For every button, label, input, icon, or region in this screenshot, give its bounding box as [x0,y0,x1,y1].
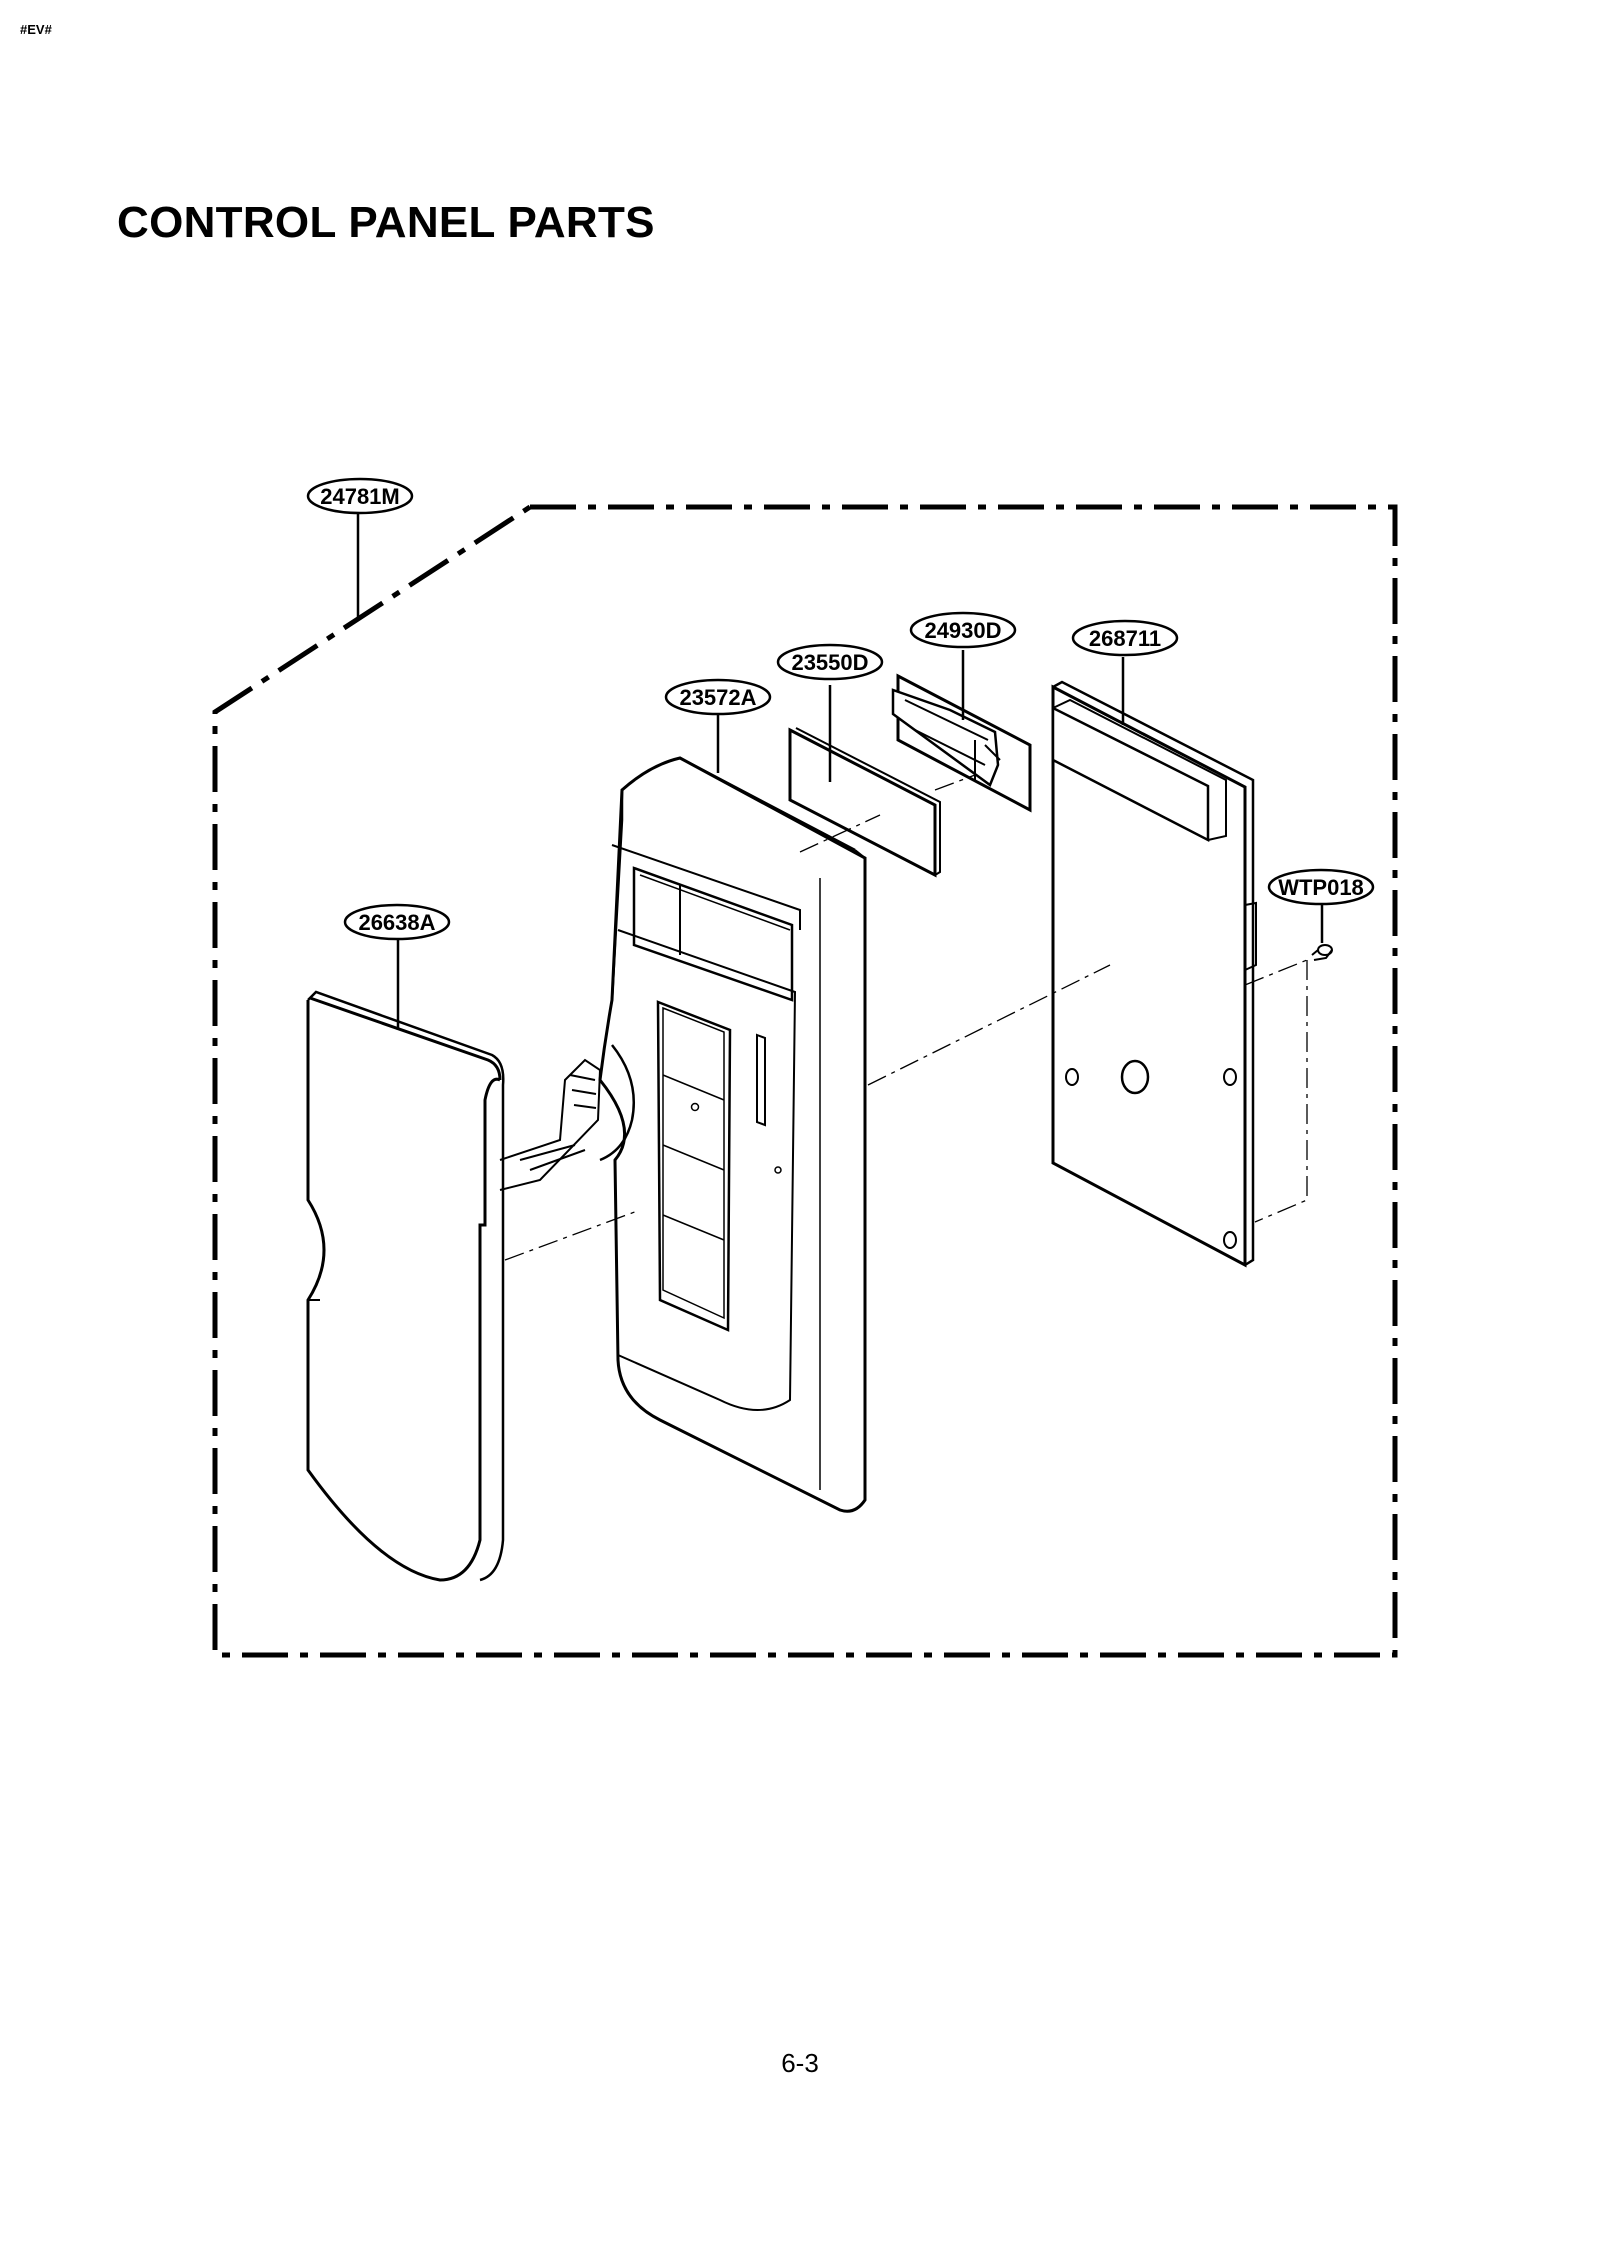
callout-panel: 23572A [664,678,772,716]
callout-window: 23550D [776,643,884,681]
callout-pcb-label: 268711 [1089,626,1161,651]
control-panel-part [598,756,867,1513]
callout-bracket: 26638A [343,903,451,941]
callout-holder-label: 24930D [924,618,1001,643]
callout-assembly: 24781M [306,477,414,515]
leader-lines [356,513,1324,1030]
bracket-part [306,990,505,1582]
assembly-boundary [212,504,1398,1658]
ribbon-cable [499,1058,602,1191]
page-mark: #EV# [20,22,52,37]
pcb-part [1051,680,1257,1268]
callout-screw-label: WTP018 [1278,875,1364,900]
callout-panel-label: 23572A [679,685,756,710]
callout-pcb: 268711 [1071,619,1179,657]
callout-window-label: 23550D [791,650,868,675]
window-part [788,727,941,878]
screw-part [1311,944,1333,961]
holder-part [891,673,1032,813]
callout-holder: 24930D [909,611,1017,649]
callout-assembly-label: 24781M [320,484,400,509]
page-number: 6-3 [781,2048,819,2078]
alignment-lines [504,774,1308,1261]
callout-screw: WTP018 [1267,868,1375,906]
page-title: CONTROL PANEL PARTS [117,198,655,247]
callout-bracket-label: 26638A [358,910,435,935]
